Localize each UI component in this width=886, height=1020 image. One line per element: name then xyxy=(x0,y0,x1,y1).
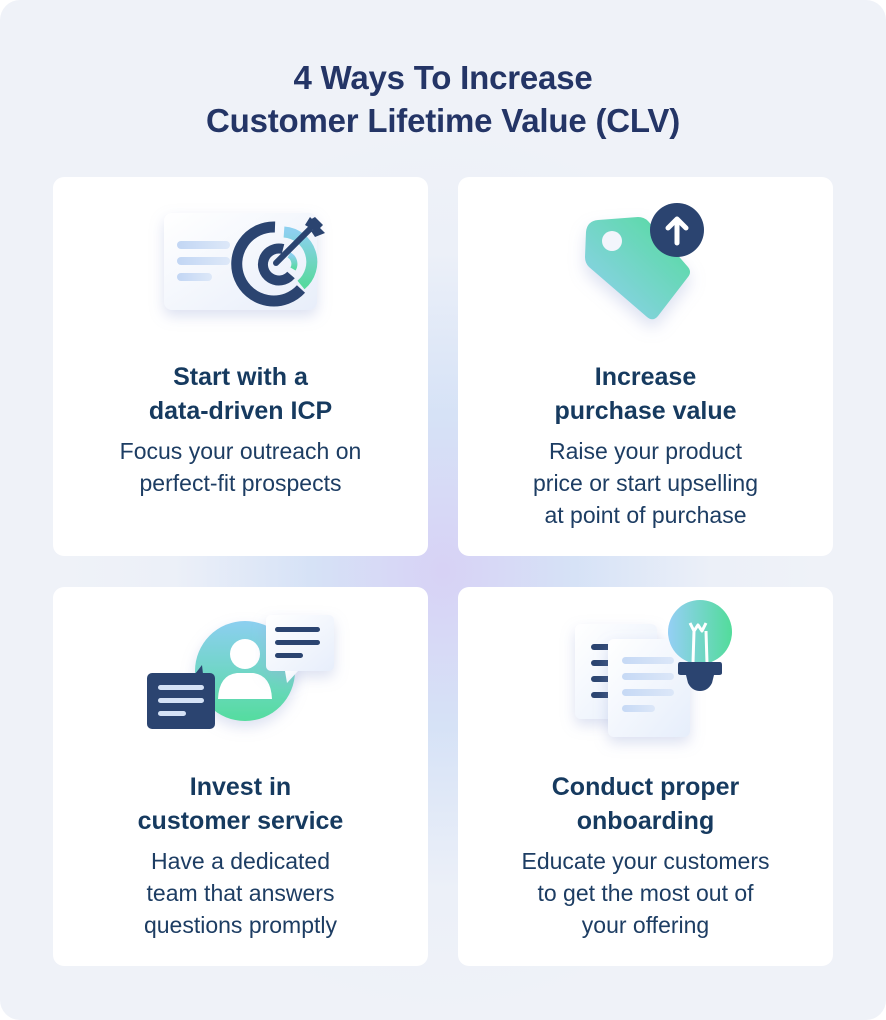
title-line-2: Customer Lifetime Value (CLV) xyxy=(205,102,680,139)
card-data-driven-icp: Start with a data-driven ICP Focus your … xyxy=(53,177,428,556)
card-description: Raise your product price or start upsell… xyxy=(458,435,833,531)
desc-line-2: team that answers xyxy=(146,880,335,906)
desc-line-2: perfect-fit prospects xyxy=(139,470,342,496)
desc-line-1: Raise your product xyxy=(548,438,743,464)
heading-line-2: onboarding xyxy=(576,807,715,835)
card-heading: Conduct proper onboarding xyxy=(458,770,833,838)
desc-line-1: Focus your outreach on xyxy=(119,438,362,464)
card-description: Focus your outreach on perfect-fit prosp… xyxy=(53,435,428,499)
heading-line-1: Invest in xyxy=(189,773,292,801)
card-heading: Start with a data-driven ICP xyxy=(53,360,428,428)
desc-line-2: to get the most out of xyxy=(537,880,754,906)
heading-line-1: Conduct proper xyxy=(551,773,740,801)
customer-chat-icon xyxy=(147,615,334,729)
target-dart-icon xyxy=(164,213,325,310)
card-onboarding: Conduct proper onboarding Educate your c… xyxy=(458,587,833,966)
documents-lightbulb-icon xyxy=(575,600,732,737)
desc-line-1: Have a dedicated xyxy=(150,848,330,874)
desc-line-3: your offering xyxy=(581,912,710,938)
desc-line-2: price or start upselling xyxy=(533,470,758,496)
heading-line-2: customer service xyxy=(137,807,344,835)
card-customer-service: Invest in customer service Have a dedica… xyxy=(53,587,428,966)
heading-line-1: Start with a xyxy=(173,363,308,391)
card-description: Educate your customers to get the most o… xyxy=(458,845,833,941)
heading-line-2: data-driven ICP xyxy=(148,397,333,425)
page-title: 4 Ways To Increase Customer Lifetime Val… xyxy=(0,56,886,142)
price-tag-up-arrow-icon xyxy=(585,203,704,320)
title-line-1: 4 Ways To Increase xyxy=(293,59,593,96)
card-description: Have a dedicated team that answers quest… xyxy=(53,845,428,941)
card-heading: Invest in customer service xyxy=(53,770,428,838)
card-heading: Increase purchase value xyxy=(458,360,833,428)
desc-line-1: Educate your customers xyxy=(521,848,770,874)
desc-line-3: questions promptly xyxy=(143,912,338,938)
card-increase-purchase-value: Increase purchase value Raise your produ… xyxy=(458,177,833,556)
heading-line-1: Increase xyxy=(594,363,697,391)
heading-line-2: purchase value xyxy=(554,397,737,425)
desc-line-3: at point of purchase xyxy=(544,502,747,528)
